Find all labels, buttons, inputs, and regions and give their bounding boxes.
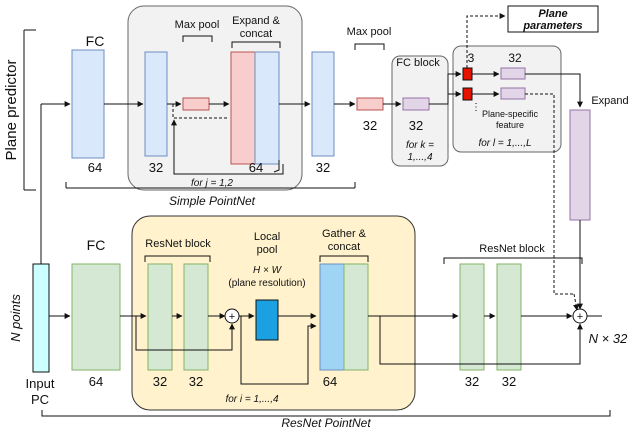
gather-features-block xyxy=(343,263,369,371)
loop-j-arrow xyxy=(171,119,284,175)
loop-i-label: for i = 1,...,4 xyxy=(225,394,279,405)
resnet-pointnet-caption: ResNet PointNet xyxy=(281,416,371,428)
top-block2-dim: 32 xyxy=(316,160,330,175)
plane-params-label-2: parameters xyxy=(522,20,582,32)
loop-j-start xyxy=(273,160,280,173)
resnet-block-2-bracket xyxy=(443,257,583,264)
to-plane-params-dashed xyxy=(466,13,506,68)
top-block1 xyxy=(144,51,168,157)
gather-skip-arrow xyxy=(240,316,317,385)
output-dim-label: N × 32 xyxy=(589,331,628,346)
pc-label: PC xyxy=(31,392,49,407)
resnet-pointnet-brace xyxy=(41,410,611,417)
resnet1-layer-a xyxy=(147,263,173,371)
resnet2-layer-a xyxy=(459,263,485,371)
resnet1-dim-a: 32 xyxy=(153,374,167,389)
gather-concat-bracket xyxy=(319,255,369,262)
plane-feature-2 xyxy=(500,87,526,100)
expand-concat-bracket xyxy=(231,41,281,48)
loop-j-label: for j = 1,2 xyxy=(191,178,233,189)
resnet1-sum-sign: + xyxy=(229,311,235,323)
plane-predictor-label: Plane predictor xyxy=(3,60,20,161)
concat-expanded-block xyxy=(230,51,256,165)
to-expand-arrow xyxy=(525,73,583,108)
pool-2-block xyxy=(356,97,384,111)
loop-l-label: for l = 1,...,L xyxy=(478,138,531,149)
fc-block-label: FC block xyxy=(396,57,440,69)
plane-feature-dashed-end xyxy=(573,293,579,311)
local-pool-block xyxy=(255,299,279,341)
fc-block-dim: 32 xyxy=(409,118,423,133)
local-pool-label-1: Local xyxy=(254,231,280,243)
bottom-fc-dim: 64 xyxy=(89,374,103,389)
plane-feature-1 xyxy=(500,67,526,80)
plane-res-label-2: (plane resolution) xyxy=(228,278,305,289)
pool-2-dim: 32 xyxy=(363,118,377,133)
expand-concat-label-2: concat xyxy=(240,28,272,40)
top-fc-block xyxy=(71,49,105,159)
expand-concat-label-1: Expand & xyxy=(232,15,280,27)
resnet1-dim-b: 32 xyxy=(189,374,203,389)
gather-dim: 64 xyxy=(323,374,337,389)
n-points-label: N points xyxy=(8,294,23,342)
input-pc-block xyxy=(32,263,50,373)
loop-k-label-1: for k = xyxy=(406,140,434,151)
max-pool-2-bracket xyxy=(354,43,385,50)
concat-features-block xyxy=(254,51,280,165)
fc-block xyxy=(402,97,430,111)
bottom-fc-block xyxy=(71,263,121,371)
plane-param-red-1 xyxy=(462,67,473,81)
resnet-block-2-label: ResNet block xyxy=(479,243,545,255)
local-pool-label-2: pool xyxy=(257,244,278,256)
resnet-block-1-bracket xyxy=(144,255,211,262)
input-label: Input xyxy=(26,376,55,391)
ellipsis-dots: ⋮ xyxy=(471,102,481,113)
resnet1-layer-b xyxy=(183,263,209,371)
top-block2 xyxy=(311,51,335,157)
top-fc-dim: 64 xyxy=(88,160,102,175)
concat-dim: 64 xyxy=(249,160,263,175)
gather-concat-label-1: Gather & xyxy=(322,228,367,240)
top-block1-dim: 32 xyxy=(149,160,163,175)
resnet1-skip-arrow xyxy=(135,316,235,351)
expand-label: Expand xyxy=(591,95,628,107)
pool-1-block xyxy=(182,97,210,111)
max-pool-1-label: Max pool xyxy=(175,19,220,31)
plane-params-box xyxy=(507,5,599,33)
plane-feature-label-1: Plane-specific xyxy=(482,109,539,119)
fc-block-panel xyxy=(391,55,449,167)
bottom-fc-label: FC xyxy=(87,237,106,253)
plane-feature-label-2: feature xyxy=(496,120,524,130)
resnet2-dim-a: 32 xyxy=(465,374,479,389)
plane-params-label-1: Plane xyxy=(538,8,567,20)
max-pool-2-label: Max pool xyxy=(347,26,392,38)
fcblock-to-plane1-arrow xyxy=(429,71,462,105)
plane-dim-32: 32 xyxy=(508,51,522,65)
simple-pointnet-caption: Simple PointNet xyxy=(169,194,256,208)
resnet2-dim-b: 32 xyxy=(502,374,516,389)
plane-res-label-1: H × W xyxy=(253,265,283,276)
resnet2-layer-b xyxy=(496,263,522,371)
resnet-block-1-label: ResNet block xyxy=(145,238,211,250)
resnet2-skip-arrow xyxy=(379,316,583,365)
gather-concat-label-2: concat xyxy=(328,241,360,253)
max-pool-1-bracket xyxy=(182,35,213,42)
skip-dashed-line xyxy=(172,104,228,119)
loop-k-label-2: 1,...,4 xyxy=(407,152,432,163)
final-sum-sign: + xyxy=(577,311,583,323)
expand-block xyxy=(569,109,591,221)
gather-pooled-fill xyxy=(319,263,345,371)
plane-param-red-2 xyxy=(462,87,473,101)
plane-dim-3: 3 xyxy=(468,51,475,65)
top-fc-label: FC xyxy=(86,33,105,49)
